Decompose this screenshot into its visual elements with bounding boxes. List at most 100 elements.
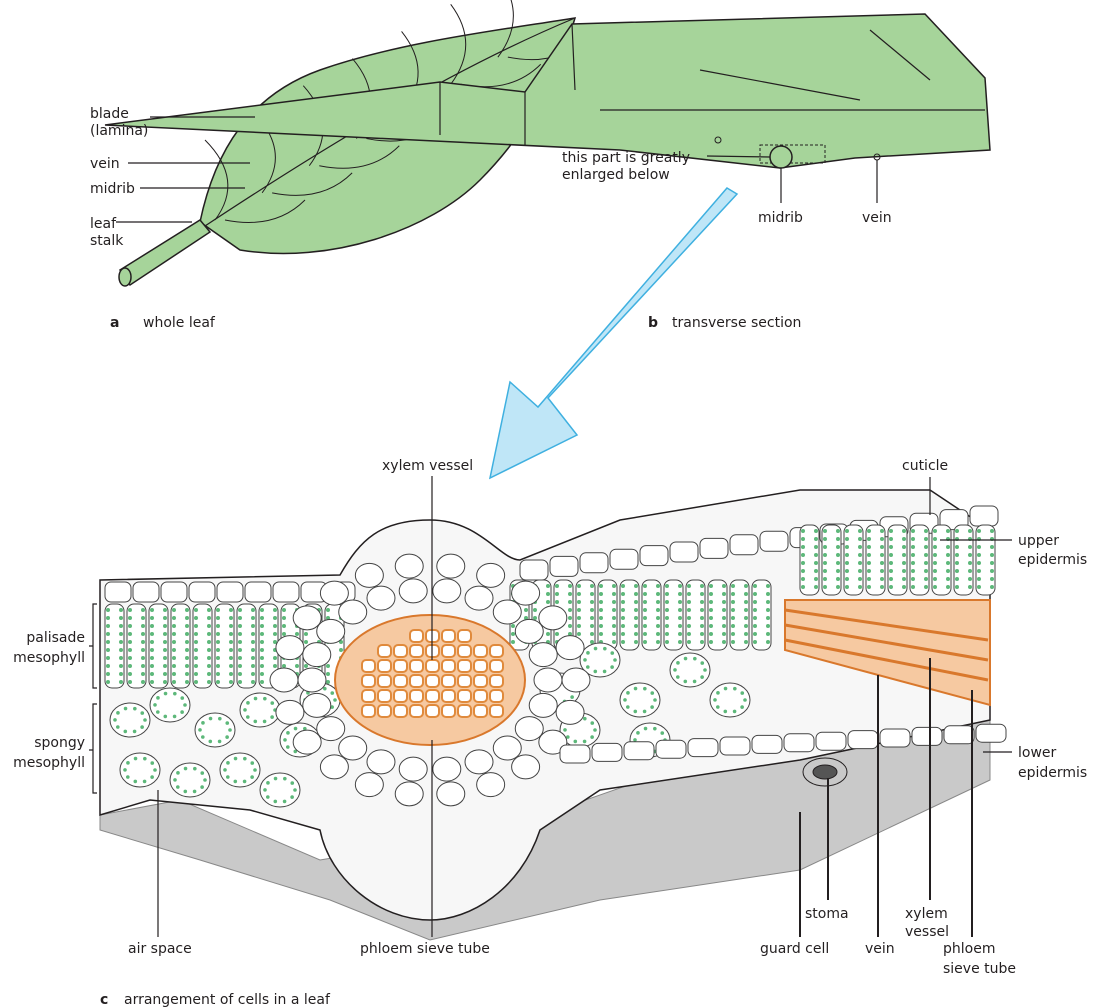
chloroplast (902, 561, 906, 565)
chloroplast (823, 537, 827, 541)
label-xylem-vessel: vessel (905, 924, 949, 940)
parenchyma-cell (292, 729, 322, 755)
spongy-cell (579, 642, 621, 678)
xylem-cell (441, 704, 456, 718)
parenchyma-cell (533, 667, 563, 693)
chloroplast (744, 640, 748, 644)
chloroplast (217, 739, 222, 744)
xylem-cell (425, 689, 440, 703)
chloroplast (568, 616, 572, 620)
chloroplast (229, 648, 233, 652)
chloroplast (141, 640, 145, 644)
xylem-cell (393, 704, 408, 718)
chloroplast (260, 648, 264, 652)
chloroplast (194, 664, 198, 668)
stoma-opening (812, 764, 838, 780)
chloroplast (172, 714, 177, 719)
chloroplast (323, 686, 327, 691)
chloroplast (216, 616, 220, 620)
label-phloem: phloem (943, 941, 995, 957)
chloroplast (141, 672, 145, 676)
chloroplast (201, 735, 205, 739)
chloroplast (216, 680, 220, 684)
chloroplast (634, 624, 638, 628)
chloroplast (665, 640, 669, 644)
chloroplast (533, 608, 537, 612)
chloroplast (845, 585, 849, 589)
chloroplast (653, 726, 657, 731)
chloroplast (590, 624, 594, 628)
chloroplast (946, 553, 950, 557)
epidermis-cell (519, 559, 549, 581)
xylem-cell (489, 644, 504, 658)
chloroplast (924, 569, 928, 573)
chloroplast (709, 640, 713, 644)
chloroplast (633, 709, 638, 714)
chloroplast (260, 656, 264, 660)
chloroplast (687, 592, 691, 596)
section-fold-lines (439, 23, 985, 145)
chloroplast (858, 585, 862, 589)
chloroplast (163, 680, 167, 684)
chloroplast (990, 553, 994, 557)
chloroplast (123, 768, 127, 772)
chloroplast (555, 632, 559, 636)
panel-b-caption: transverse section (672, 315, 801, 331)
epidermis-cell (729, 534, 759, 556)
chloroplast (683, 656, 688, 661)
chloroplast (546, 592, 550, 596)
chloroplast (266, 795, 270, 799)
chloroplast (723, 709, 728, 714)
chloroplast (990, 561, 994, 565)
palisade-cell (729, 579, 750, 651)
xylem-cell (425, 674, 440, 688)
chloroplast (326, 672, 330, 676)
chloroplast (946, 561, 950, 565)
chloroplast (185, 640, 189, 644)
chloroplast (339, 648, 343, 652)
chloroplast (304, 664, 308, 668)
lower-epidermis-cell (911, 726, 943, 746)
chloroplast (744, 624, 748, 628)
chloroplast (128, 664, 132, 668)
chloroplast (836, 569, 840, 573)
chloroplast (656, 592, 660, 596)
chloroplast (226, 775, 230, 779)
chloroplast (229, 672, 233, 676)
parenchyma-cell (514, 618, 544, 644)
chloroplast (262, 719, 267, 724)
chloroplast (198, 728, 202, 732)
xylem-cell (473, 674, 488, 688)
palisade-cell (148, 603, 169, 689)
chloroplast (156, 710, 160, 714)
label-xylem-vessel-top: xylem vessel (382, 458, 473, 474)
chloroplast (889, 537, 893, 541)
side-vein (319, 145, 400, 169)
chloroplast (590, 640, 594, 644)
chloroplast (977, 577, 981, 581)
chloroplast (823, 561, 827, 565)
lower-epidermis-cell (751, 734, 783, 754)
chloroplast (692, 679, 697, 684)
chloroplast (621, 584, 625, 588)
leaf-stalk (118, 219, 212, 287)
chloroplast (867, 553, 871, 557)
chloroplast (880, 553, 884, 557)
label-midrib-a: midrib (90, 181, 135, 197)
chloroplast (621, 592, 625, 596)
chloroplast (612, 584, 616, 588)
chloroplast (867, 545, 871, 549)
label-blade: blade (90, 106, 129, 122)
chloroplast (656, 624, 660, 628)
chloroplast (128, 680, 132, 684)
chloroplast (687, 616, 691, 620)
chloroplast (273, 776, 278, 781)
parenchyma-cell (528, 692, 558, 718)
chloroplast (743, 698, 747, 702)
xylem-cell (377, 689, 392, 703)
parenchyma-cell (398, 578, 428, 604)
chloroplast (880, 577, 884, 581)
xylem-cell (489, 689, 504, 703)
guard-cell-outline (802, 757, 848, 787)
chloroplast (511, 632, 515, 636)
